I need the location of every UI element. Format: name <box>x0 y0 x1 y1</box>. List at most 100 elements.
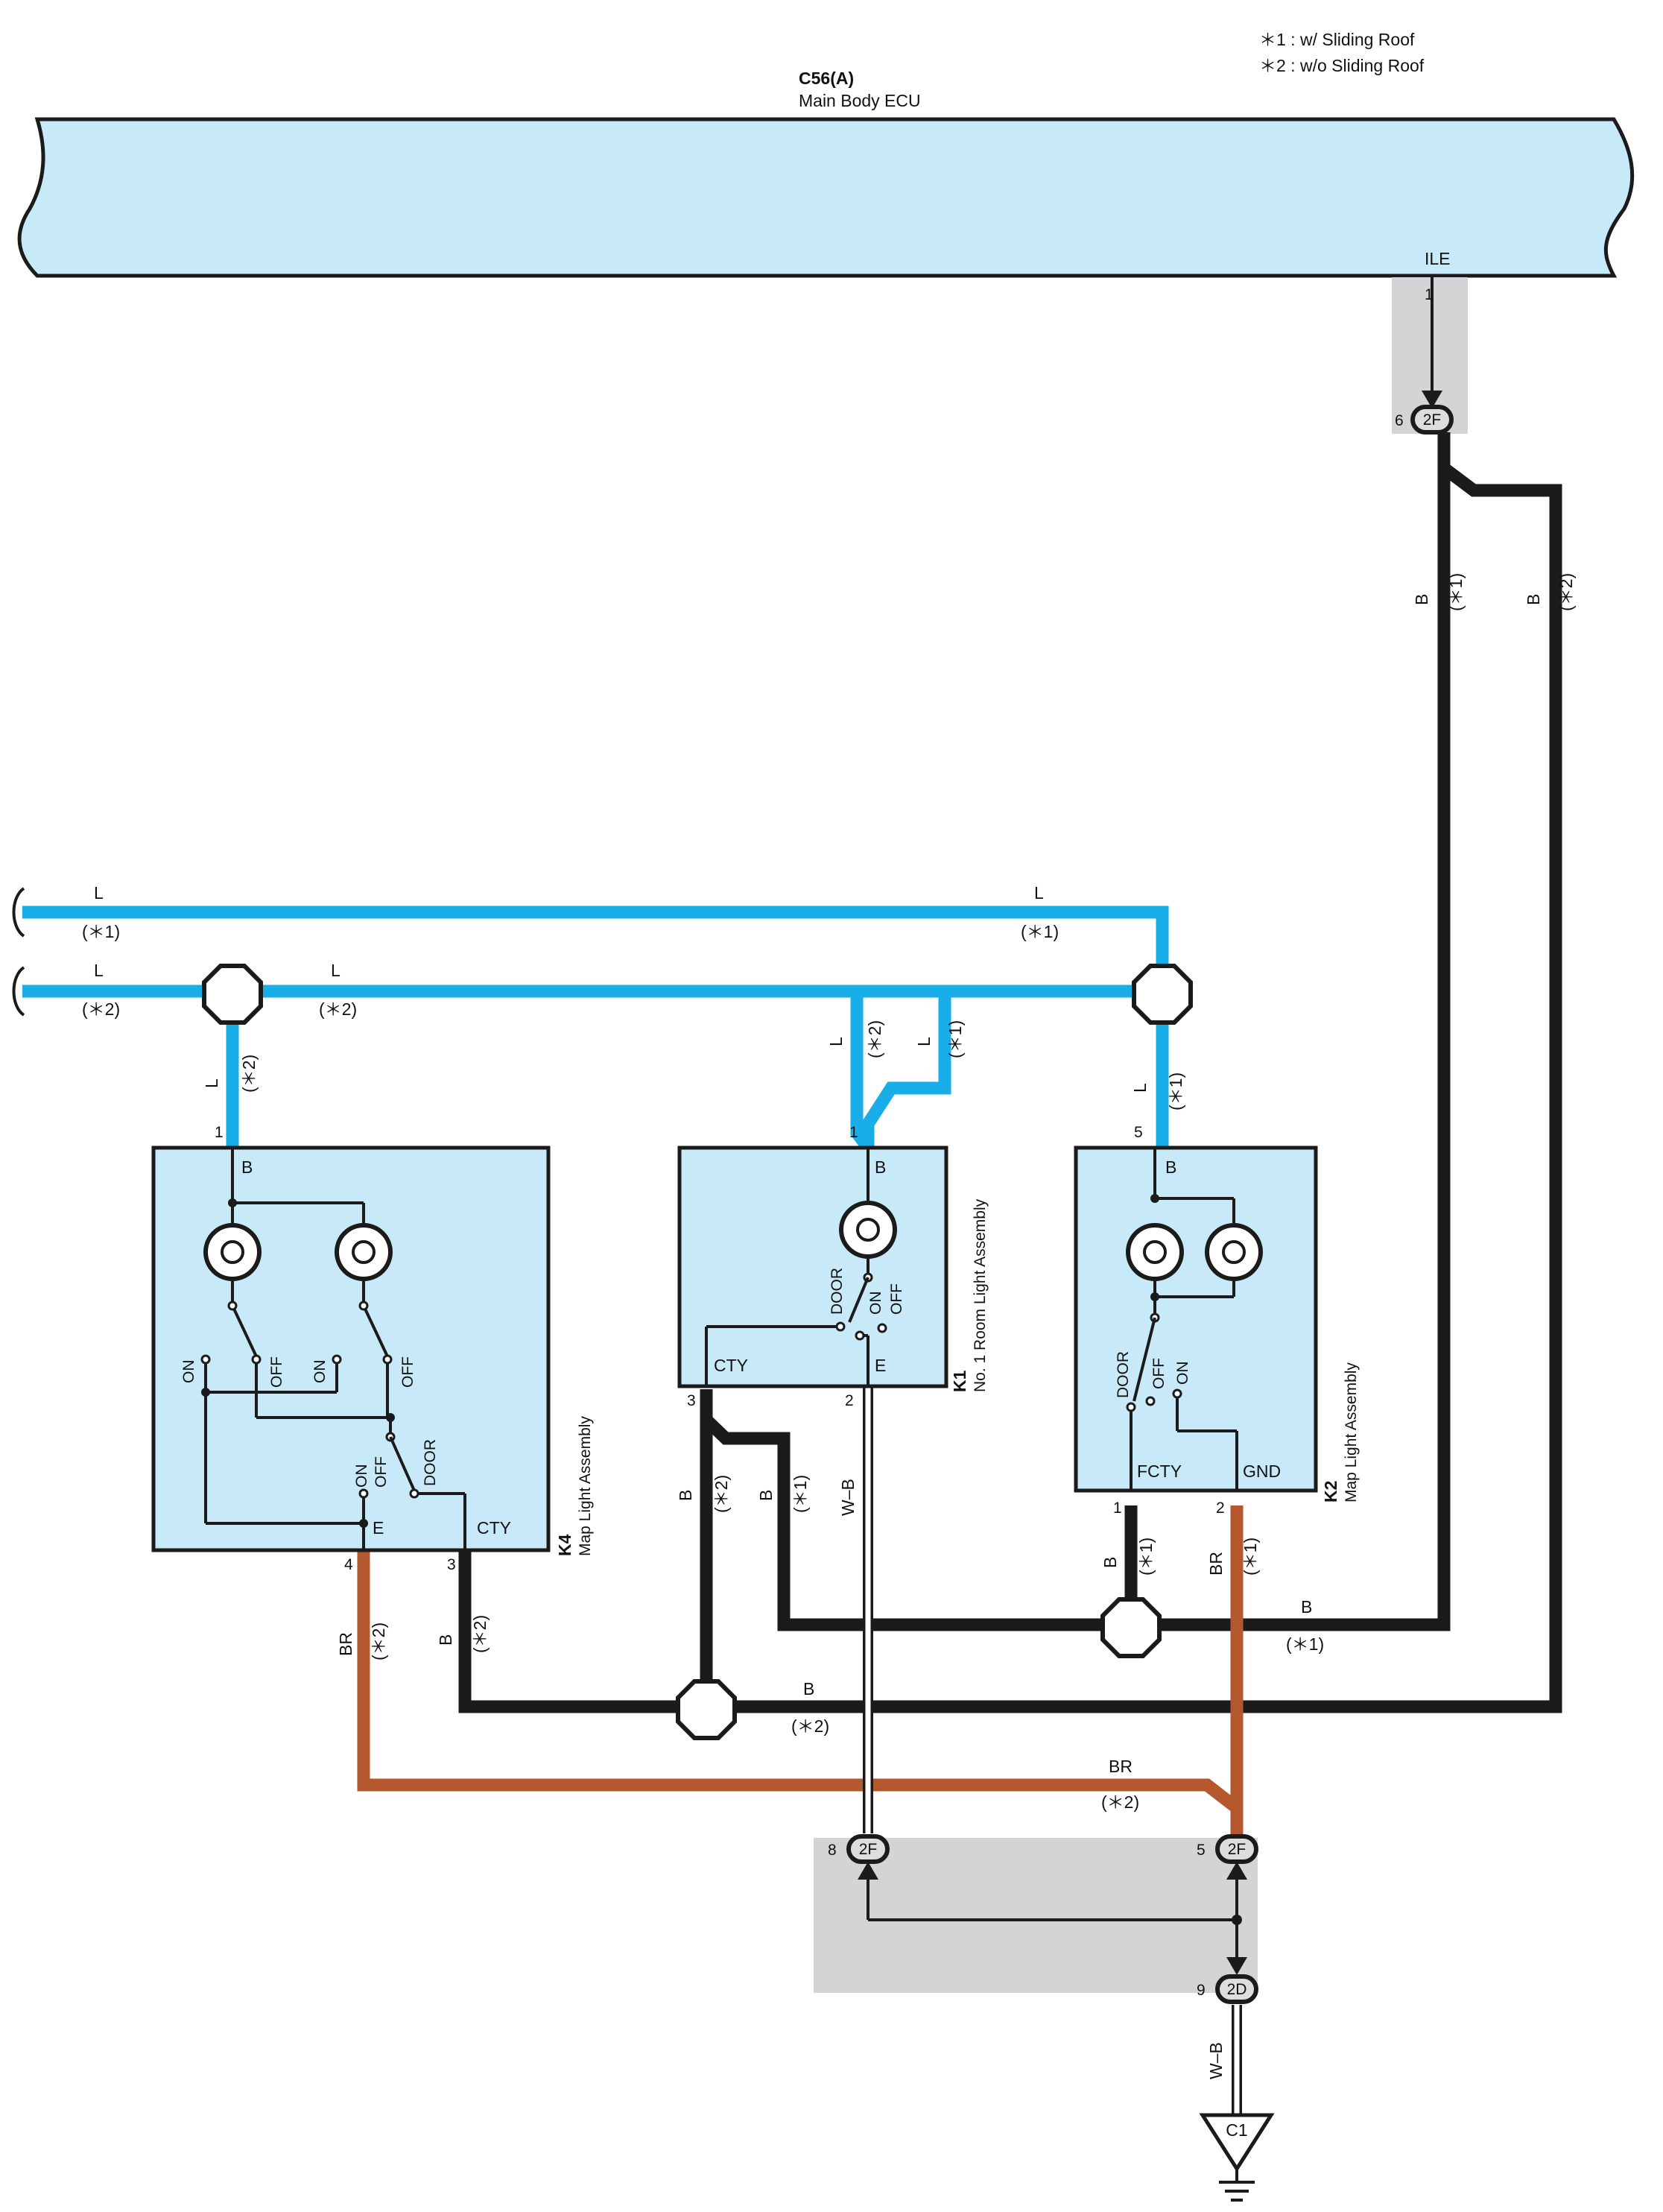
k4-label-door: DOOR <box>422 1439 439 1486</box>
k2-pin-gnd: 2 <box>1216 1500 1225 1517</box>
connector-2f-top: 2F 6 <box>1395 405 1454 434</box>
k2-pin-b: 5 <box>1134 1124 1143 1141</box>
k4-terminal-b: B <box>241 1157 253 1177</box>
wire-label-b: B <box>676 1490 695 1501</box>
wire-variant-label: (＊1) <box>1166 1072 1185 1110</box>
bulb-icon <box>1205 1223 1263 1281</box>
k4-label-on: ON <box>311 1360 329 1384</box>
wire-label-l: L <box>331 961 340 980</box>
k4-pin-cty: 3 <box>447 1556 456 1573</box>
wire-variant-label: (＊1) <box>945 1020 965 1058</box>
wire-variant-label: (＊1) <box>791 1475 810 1513</box>
connector-pin: 5 <box>1197 1842 1206 1859</box>
k2-label-off: OFF <box>1150 1358 1168 1389</box>
svg-text:2F: 2F <box>859 1841 878 1858</box>
bulb-icon <box>1126 1223 1184 1281</box>
wire-variant-label: (＊2) <box>791 1716 829 1736</box>
k4-terminal-cty: CTY <box>477 1518 511 1538</box>
k4-pin-e: 4 <box>344 1556 353 1573</box>
ecu-pin-1: 1 <box>1425 286 1434 303</box>
connector-pin: 8 <box>828 1842 837 1859</box>
k1-pin-b: 1 <box>849 1124 858 1141</box>
k2-name: Map Light Assembly <box>1343 1362 1360 1502</box>
main-body-ecu: C56(A) Main Body ECU ILE <box>17 69 1635 278</box>
wire-variant-label: (＊1) <box>1021 922 1059 941</box>
k4-terminal-e: E <box>373 1518 384 1538</box>
wire-break-icon <box>12 887 25 938</box>
k2-terminal-gnd: GND <box>1243 1462 1281 1481</box>
wire-variant-label: (＊1) <box>1286 1634 1324 1654</box>
wire-label-l: L <box>94 961 104 980</box>
ecu-name: Main Body ECU <box>799 91 921 110</box>
splice-point-1 <box>202 964 263 1025</box>
wire-label-l: L <box>1130 1083 1150 1093</box>
wire-label-wb: W–B <box>1206 2042 1226 2079</box>
wire-label-br: BR <box>1206 1552 1226 1576</box>
wire-b-k1-cty-1 <box>702 1415 1131 1631</box>
wire-variant-label: (＊2) <box>1556 573 1576 611</box>
wire-label-b: B <box>1412 594 1431 605</box>
connector-2f-bottom-left: 2F 8 <box>828 1834 890 1864</box>
k1-name: No. 1 Room Light Assembly <box>972 1198 989 1392</box>
wire-label-l: L <box>202 1078 221 1088</box>
component-k4: 1 B E CTY 4 3 ON OFF ON OFF <box>151 1124 594 1573</box>
wire-label-l: L <box>914 1037 934 1046</box>
k2-label-on: ON <box>1174 1362 1191 1385</box>
component-k2: 5 B FCTY GND 1 2 DOOR OFF ON K2 Map Ligh… <box>1074 1124 1360 1517</box>
connector-pin: 9 <box>1197 1982 1206 1999</box>
ground-c1: C1 <box>1199 2113 1275 2202</box>
wire-label-l: L <box>1034 883 1044 903</box>
wire-label-b: B <box>756 1490 776 1501</box>
ecu-code: C56(A) <box>799 69 854 88</box>
k1-terminal-e: E <box>875 1356 886 1375</box>
arrow-icon <box>1422 391 1442 408</box>
splice-point-2 <box>1132 964 1193 1025</box>
wire-label-br: BR <box>336 1632 355 1656</box>
k4-label-on: ON <box>180 1360 197 1384</box>
k4-pin-b: 1 <box>215 1124 224 1141</box>
wire-variant-label: (＊2) <box>470 1615 490 1653</box>
wire-label-b: B <box>803 1679 814 1698</box>
wire-variant-label: (＊2) <box>369 1622 388 1660</box>
ecu-terminal-ile: ILE <box>1425 249 1451 268</box>
wire-label-l: L <box>826 1037 846 1046</box>
svg-text:2D: 2D <box>1227 1981 1247 1998</box>
k4-name: Map Light Assembly <box>577 1416 594 1556</box>
splice-point-4 <box>1100 1597 1162 1658</box>
wire-label-b: B <box>436 1634 455 1646</box>
wire-label-b: B <box>1524 594 1543 605</box>
k2-pin-fcty: 1 <box>1113 1500 1122 1517</box>
wire-variant-label: (＊2) <box>712 1475 731 1513</box>
k2-terminal-fcty: FCTY <box>1137 1462 1182 1481</box>
k1-pin-cty: 3 <box>687 1392 696 1409</box>
wire-labels: L (＊1) L (＊1) L (＊2) L (＊2) L (＊2) L (＊2… <box>82 573 1576 2079</box>
legend-note-2: ＊2 : w/o Sliding Roof <box>1259 56 1425 75</box>
wire-variant-label: (＊2) <box>319 999 357 1019</box>
connector-pin: 6 <box>1395 412 1404 429</box>
wire-b-no-sliding-roof <box>706 463 1562 1713</box>
k1-label-off: OFF <box>888 1283 905 1315</box>
k4-code: K4 <box>555 1534 574 1556</box>
k1-label-on: ON <box>867 1292 884 1315</box>
wire-l-k1-b-1 <box>861 985 1162 1148</box>
connector-2d-bottom: 2D 9 <box>1197 1974 1258 2004</box>
k4-label-on: ON <box>353 1464 370 1488</box>
svg-text:2F: 2F <box>1423 411 1442 429</box>
wire-variant-label: (＊1) <box>82 922 120 941</box>
wire-variant-label: (＊2) <box>865 1020 884 1058</box>
k2-code: K2 <box>1321 1481 1340 1502</box>
wire-variant-label: (＊2) <box>239 1055 259 1093</box>
k4-label-off: OFF <box>268 1356 285 1388</box>
k1-terminal-b: B <box>875 1157 886 1177</box>
arrow-icon <box>1226 1862 1247 1880</box>
k4-label-off: OFF <box>373 1456 390 1488</box>
connector-2f-bottom-right: 2F 5 <box>1197 1834 1258 1864</box>
wire-b-k4-cty <box>458 1550 706 1713</box>
k4-label-off: OFF <box>399 1356 416 1388</box>
wire-variant-label: (＊1) <box>1446 573 1466 611</box>
k1-label-door: DOOR <box>829 1268 846 1315</box>
bulb-icon <box>839 1201 897 1259</box>
wire-variant-label: (＊2) <box>82 999 120 1019</box>
arrow-icon <box>858 1862 878 1880</box>
